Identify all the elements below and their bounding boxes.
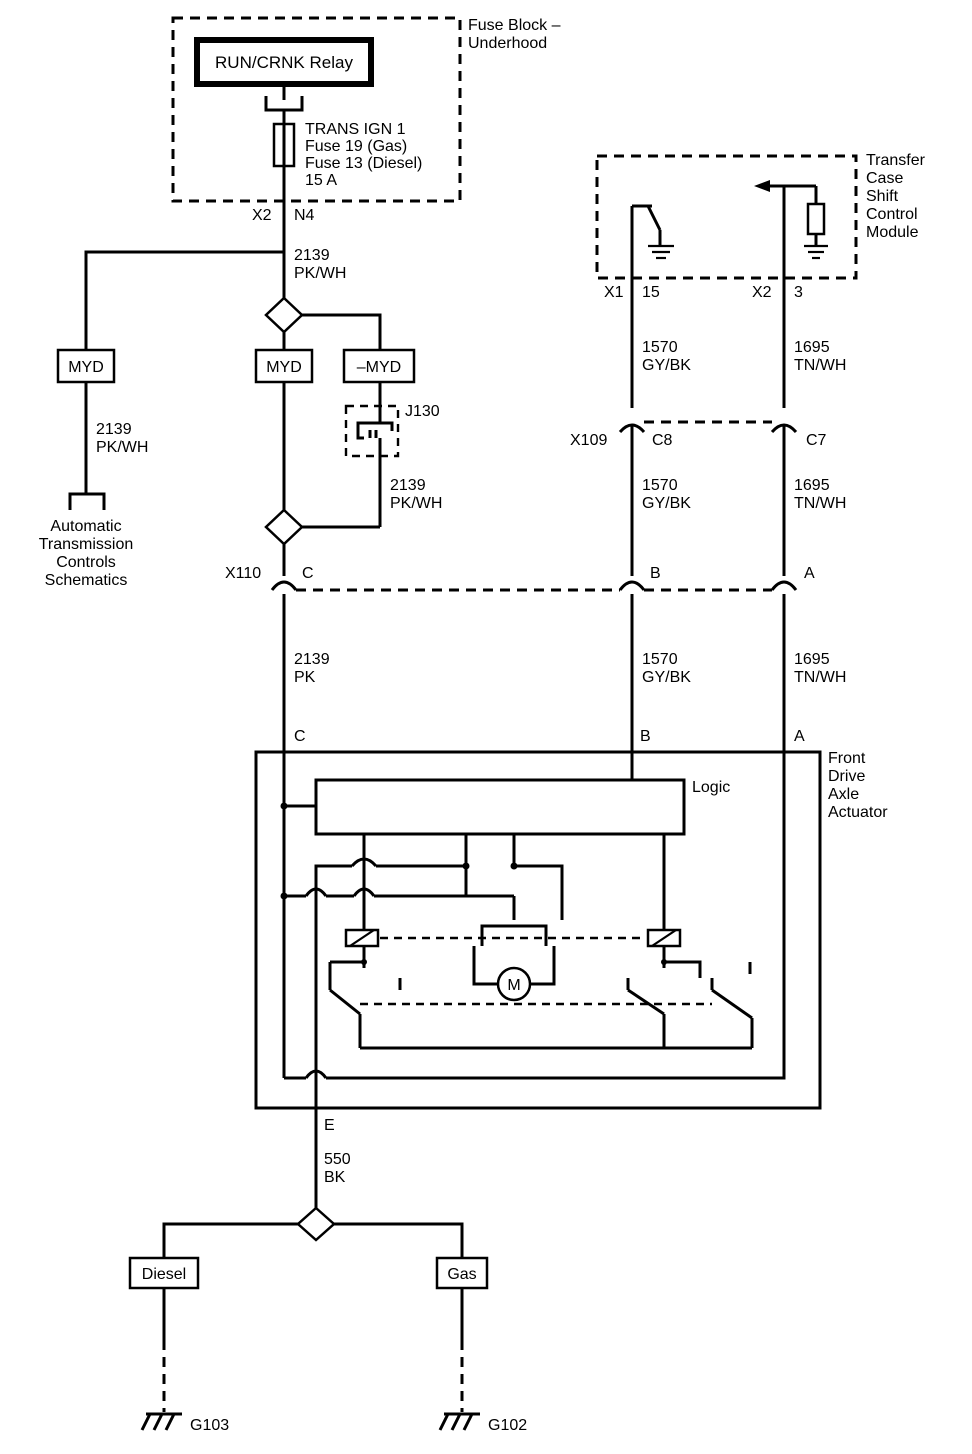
actuator-pin-b: B [640,728,651,745]
wire-label-gybk-bottom: GY/BK [642,669,691,686]
motor-label: M [507,977,520,994]
wire-label-tnwh-top: TN/WH [794,357,846,374]
connector-x110 [270,580,798,1078]
j130-outline [344,404,400,458]
fuse-block-outline [171,16,462,203]
option-diesel [128,1256,200,1290]
run-crnk-relay-label: RUN/CRNK Relay [215,53,353,72]
logic-label: Logic [692,779,730,796]
tcscm-pin-15: 15 [642,284,660,301]
tcscm-pin-3: 3 [794,284,803,301]
tcscm-conn-x1: X1 [604,284,624,301]
wire-label-gybk-mid: GY/BK [642,495,691,512]
splice-diamond-lower [264,508,304,546]
wire-label-pkwh-top: PK/WH [294,265,346,282]
wire-label-pkwh-left: PK/WH [96,439,148,456]
option-myd-center [254,348,314,384]
fuse-block-name: Fuse Block – [468,17,561,34]
option-myd-left [56,348,116,384]
option-not-myd-label: –MYD [357,359,401,376]
fuse-label-4: 15 A [305,172,337,189]
atcs-reference: Automatic Transmission Controls Schemati… [39,518,134,589]
tcscm-switch-to-ground [630,204,674,300]
logic-block [314,778,686,836]
fuse-block-name-2: Underhood [468,35,547,52]
x110-pin-a: A [804,565,815,582]
ground-g103-label: G103 [190,1417,229,1434]
fuse-label-3: Fuse 13 (Diesel) [305,155,422,172]
option-gas [435,1256,489,1290]
connector-x109 [618,420,798,576]
wire-label-550: 550 [324,1151,351,1168]
splice-diamond-upper [264,296,304,334]
option-myd-center-label: MYD [266,359,302,376]
actuator-pin-a: A [794,728,805,745]
ground-g102-label: G102 [488,1417,527,1434]
actuator-label-3: Axle [828,786,859,803]
fuse-block-underhood: Fuse Block – Underhood RUN/CRNK Relay TR… [171,16,561,210]
wire-label-1695-top: 1695 [794,339,830,356]
connector-x2-label: X2 [252,207,272,224]
wire-2139-pkwh [68,210,286,510]
wire-label-2139-top: 2139 [294,247,330,264]
actuator-label-2: Drive [828,768,865,785]
wire-label-1695-mid: 1695 [794,477,830,494]
option-gas-label: Gas [447,1266,476,1283]
tcscm-label-1: Transfer [866,152,926,169]
tcscm-outline [595,154,858,280]
fuse-label-1: TRANS IGN 1 [305,121,406,138]
actuator-pin-c: C [294,728,306,745]
x110-label: X110 [225,565,261,582]
wire-label-1570-mid: 1570 [642,477,678,494]
ground-symbol-g102 [438,1412,480,1431]
wire-label-1695-bottom: 1695 [794,651,830,668]
ground-symbol-g103 [140,1412,182,1431]
x110-pin-c: C [302,565,314,582]
option-diesel-label: Diesel [142,1266,186,1283]
actuator-label-4: Actuator [828,804,888,821]
wire-label-pk-bottom: PK [294,669,316,686]
front-drive-axle-actuator: Front Drive Axle Actuator Logic [254,750,888,1210]
wire-label-tnwh-bottom: TN/WH [794,669,846,686]
option-myd-left-label: MYD [68,359,104,376]
transfer-case-shift-control-module: Transfer Case Shift Control Module [595,152,926,300]
wire-label-gybk-top: GY/BK [642,357,691,374]
x109-label: X109 [570,432,607,449]
ground-splice-diamond [296,1206,336,1242]
splice-pack-j130 [344,404,400,458]
atcs-label-4: Schematics [45,572,128,589]
connector-n4-label: N4 [294,207,315,224]
tcscm-label-2: Case [866,170,903,187]
motor-symbol [496,966,532,1002]
actuator-outline [254,750,822,1110]
wire-label-1570-top: 1570 [642,339,678,356]
wire-label-2139-left: 2139 [96,421,132,438]
actuator-pin-e: E [324,1117,335,1134]
x109-pin-c8: C8 [652,432,673,449]
j130-label: J130 [405,403,440,420]
wire-label-2139-bottom: 2139 [294,651,330,668]
tcscm-label-3: Shift [866,188,899,205]
tcscm-input-resistor [754,180,828,300]
fuse-label-2: Fuse 19 (Gas) [305,138,407,155]
wire-label-tnwh-mid: TN/WH [794,495,846,512]
relay-contact-symbol [264,84,304,124]
actuator-label-1: Front [828,750,866,767]
tcscm-label-5: Module [866,224,919,241]
tcscm-conn-x2: X2 [752,284,772,301]
wire-label-1570-bottom: 1570 [642,651,678,668]
wire-label-bk: BK [324,1169,346,1186]
tcscm-label-4: Control [866,206,918,223]
atcs-label-2: Transmission [39,536,134,553]
atcs-label-3: Controls [56,554,116,571]
wire-label-2139-right: 2139 [390,477,426,494]
x109-pin-c7: C7 [806,432,827,449]
x110-pin-b: B [650,565,661,582]
atcs-label-1: Automatic [50,518,121,535]
wire-label-pkwh-right: PK/WH [390,495,442,512]
